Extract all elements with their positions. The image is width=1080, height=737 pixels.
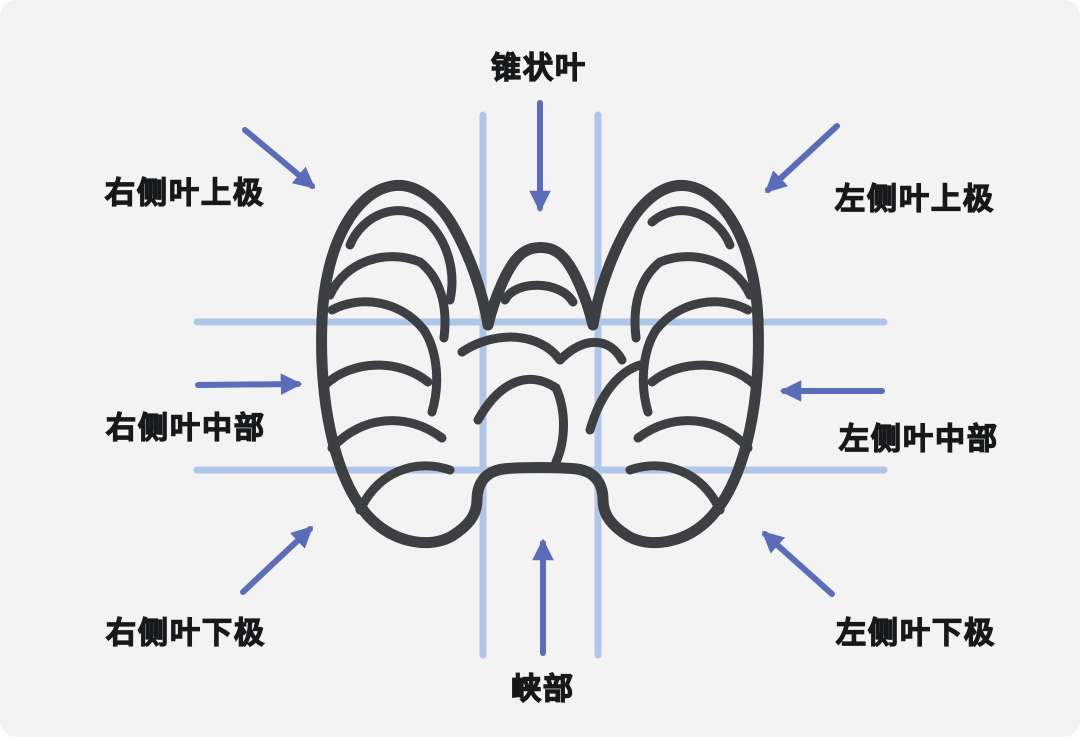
arrow-right-lobe-middle [195,373,303,395]
thyroid-texture-lines [320,206,760,515]
arrow-right-lobe-upper-pole [242,127,316,189]
label-right-lobe-middle: 右侧叶中部 [105,410,266,446]
pointer-arrows [195,100,885,656]
thyroid-outline [316,179,764,549]
label-isthmus: 峡部 [510,671,575,707]
arrow-left-lobe-upper-pole [764,123,840,193]
arrow-right-lobe-lower-pole [240,526,314,595]
label-left-lobe-upper-pole: 左侧叶上极 [834,181,995,217]
label-pyramidal-lobe: 锥状叶 [490,50,587,86]
label-left-lobe-middle: 左侧叶中部 [838,421,999,457]
label-right-lobe-lower-pole: 右侧叶下极 [105,615,266,651]
label-left-lobe-lower-pole: 左侧叶下极 [835,615,996,651]
label-right-lobe-upper-pole: 右侧叶上极 [104,175,265,211]
arrow-left-lobe-lower-pole [761,531,835,597]
